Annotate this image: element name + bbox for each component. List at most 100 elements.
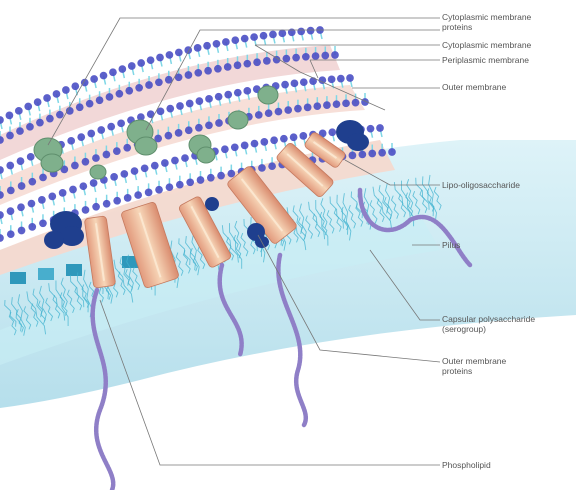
lipid-head <box>90 179 98 187</box>
label-capsular-polysaccharide-line1: Capsular polysaccharide <box>442 314 535 324</box>
lipid-head <box>207 174 215 182</box>
lipid-head <box>48 193 56 201</box>
lipid-head <box>92 154 100 162</box>
lipid-head <box>241 35 249 43</box>
lipid-head <box>231 36 239 44</box>
lipid-head <box>113 197 121 205</box>
lipid-head <box>134 191 142 199</box>
lipid-head <box>214 65 222 73</box>
lipid-head <box>176 181 184 189</box>
lipid-head <box>0 234 4 242</box>
lipid-head <box>234 61 242 69</box>
lipid-head <box>28 223 36 231</box>
lipid-head <box>291 79 299 87</box>
lipid-head <box>205 95 213 103</box>
lipid-head <box>119 65 127 73</box>
lipid-head <box>181 154 189 162</box>
lipid-head <box>194 69 202 77</box>
lipid-head <box>304 104 312 112</box>
lipid-head <box>69 186 77 194</box>
lipid-head <box>176 102 184 110</box>
lipid-head <box>67 137 75 145</box>
lipid-head <box>137 59 145 67</box>
lipid-head <box>299 132 307 140</box>
lipid-head <box>234 89 242 97</box>
lipid-head <box>16 127 24 135</box>
lipid-head <box>141 164 149 172</box>
lipid-head <box>161 159 169 167</box>
lipid-head <box>328 75 336 83</box>
lipid-head <box>241 142 249 150</box>
lipid-head <box>166 183 174 191</box>
lipid-head <box>333 100 341 108</box>
lipid-head <box>100 72 108 80</box>
lipid-head <box>155 186 163 194</box>
lipid-head <box>367 125 375 133</box>
lipid-head <box>18 227 26 235</box>
phospholipid-block <box>10 272 26 284</box>
lipid-head <box>283 55 291 63</box>
lipid-head <box>71 162 79 170</box>
label-periplasmic-membrane: Periplasmic membrane <box>442 55 529 65</box>
lipid-head <box>53 90 61 98</box>
lipid-head <box>7 187 15 195</box>
label-outer-membrane-proteins-line2: proteins <box>442 366 506 376</box>
label-phospholipid: Phospholipid <box>442 460 491 470</box>
phospholipid-block <box>38 268 54 280</box>
lipid-head <box>337 75 345 83</box>
lipid-head <box>290 133 298 141</box>
lipid-head <box>39 174 47 182</box>
lipid-head <box>97 126 105 134</box>
lipid-head <box>205 121 213 129</box>
lipid-head <box>297 28 305 36</box>
lipid-head <box>106 93 114 101</box>
lipid-head <box>147 56 155 64</box>
lipid-head <box>313 102 321 110</box>
lipid-head <box>92 203 100 211</box>
lipid-head <box>0 116 4 124</box>
lipid-head <box>79 182 87 190</box>
lipid-head <box>250 33 258 41</box>
lipid-head <box>6 132 14 140</box>
lipid-head <box>113 147 121 155</box>
lipid-head <box>43 94 51 102</box>
lipid-head <box>243 60 251 68</box>
lipid-head <box>321 52 329 60</box>
lipid-head <box>253 58 261 66</box>
lipid-head <box>243 87 251 95</box>
label-cytoplasmic-membrane-proteins-line2: proteins <box>442 22 531 32</box>
label-outer-membrane: Outer membrane <box>442 82 506 92</box>
lipid-head <box>28 178 36 186</box>
lipid-head <box>109 68 117 76</box>
lipid-head <box>224 91 232 99</box>
lipid-head <box>186 178 194 186</box>
lipid-head <box>281 81 289 89</box>
lipid-head <box>280 135 288 143</box>
lipid-head <box>312 52 320 60</box>
lipid-head <box>175 129 183 137</box>
lipid-head <box>203 42 211 50</box>
lipid-head <box>116 90 124 98</box>
lipid-head <box>195 124 203 132</box>
lipid-head <box>6 112 14 120</box>
lipid-head <box>86 100 94 108</box>
lipid-head <box>323 101 331 109</box>
lipid-head <box>145 81 153 89</box>
lipid-head <box>302 53 310 61</box>
lipid-head <box>215 119 223 127</box>
lipid-head <box>39 219 47 227</box>
lipid-head <box>196 97 204 105</box>
lipid-head <box>185 126 193 134</box>
lipid-head <box>260 138 268 146</box>
label-outer-membrane-proteins: Outer membrane proteins <box>442 356 506 376</box>
lipid-head <box>213 40 221 48</box>
lipid-head <box>82 158 90 166</box>
lipid-head <box>270 136 278 144</box>
lipid-head <box>0 166 4 174</box>
lipid-head <box>171 157 179 165</box>
lipid-head <box>328 128 336 136</box>
lipid-head <box>263 57 271 65</box>
lipid-head <box>265 109 273 117</box>
lipid-head <box>217 172 225 180</box>
lipid-head <box>204 67 212 75</box>
